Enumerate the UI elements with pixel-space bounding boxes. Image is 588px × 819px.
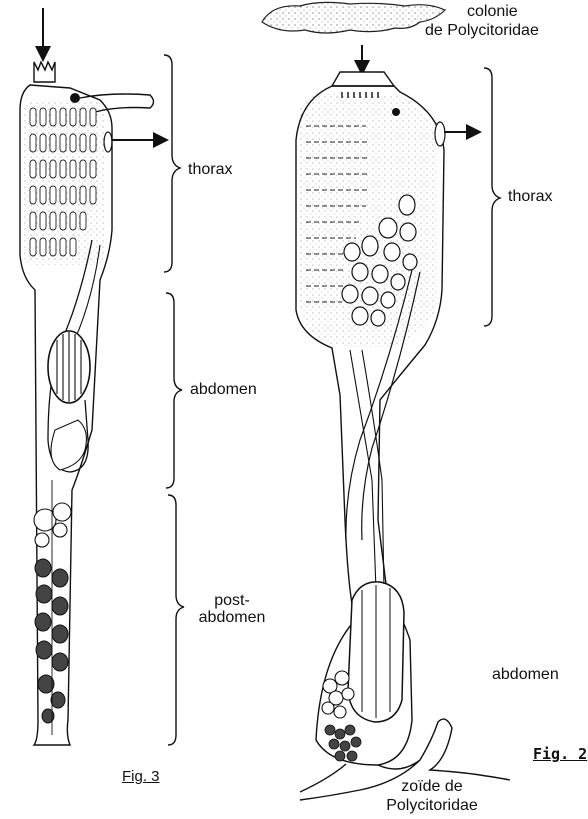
fig2-atrial-opening: [435, 122, 445, 146]
fig2-colony-label-line1: colonie: [467, 3, 518, 20]
fig2-zooid-label-line2: Polycitoridae: [352, 797, 512, 814]
fig3-embryos: [34, 503, 71, 547]
fig3-caption: Fig. 3: [122, 768, 160, 785]
fig3-postabdomen-label-line1: post-: [187, 592, 277, 609]
fig3-gonad: [35, 559, 68, 723]
fig2-colony-mass: [262, 2, 445, 33]
fig2-ganglion: [392, 108, 400, 116]
fig2-oral-siphon: [332, 72, 394, 86]
fig2-colony-label-line2: de Polycitoridae: [425, 22, 539, 39]
fig3-zooid-drawing: [20, 8, 165, 745]
fig2-thorax-bracket: [484, 68, 500, 326]
fig3-atrial-opening: [104, 132, 112, 152]
fig3-postabdomen-bracket: [168, 495, 184, 745]
fig3-thorax-label: thorax: [188, 161, 232, 178]
fig2-zooid-drawing: [262, 2, 510, 800]
fig3-abdomen-bracket: [166, 293, 182, 488]
fig3-thorax-bracket: [164, 55, 180, 272]
fig3-postabdomen-label-line2: abdomen: [187, 609, 277, 626]
fig3-oral-siphon: [34, 62, 55, 82]
fig2-thorax-label: thorax: [508, 188, 552, 205]
fig2-abdomen-label: abdomen: [492, 666, 559, 683]
fig3-abdomen-label: abdomen: [190, 381, 257, 398]
fig2-gonad: [325, 725, 361, 761]
fig2-caption: Fig. 2: [533, 746, 587, 763]
fig2-zooid-label-line1: zoïde de: [362, 778, 502, 795]
